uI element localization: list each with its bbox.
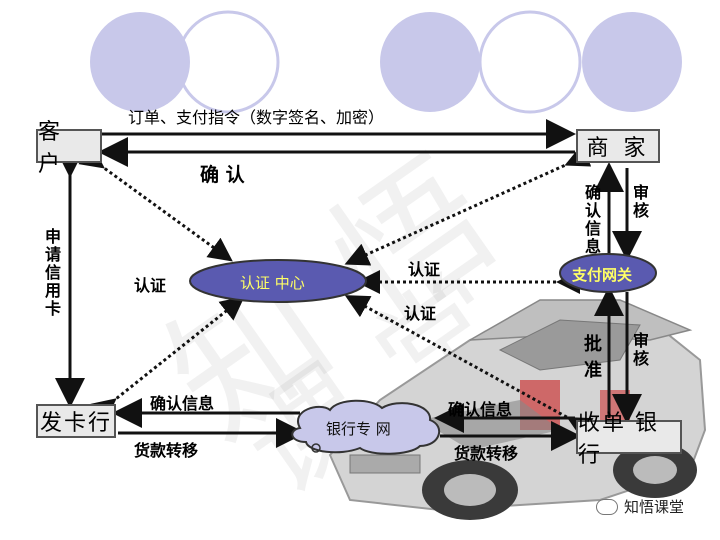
label-issuer-confirm-info: 确认信息 xyxy=(150,394,215,413)
label-auth-right-top: 认证 xyxy=(408,260,441,279)
decor-circle xyxy=(176,10,280,114)
bank-net-label[interactable]: 银行专 网 xyxy=(326,420,391,438)
node-issuer[interactable]: 发卡行 xyxy=(36,404,116,438)
node-customer[interactable]: 客 户 xyxy=(36,120,102,177)
label-confirm: 确 认 xyxy=(200,164,245,186)
decor-circle xyxy=(90,12,190,112)
brand-logo: 知悟课堂 xyxy=(596,496,684,517)
dotted-customer-cert xyxy=(78,144,233,262)
dotted-acquirer-cert xyxy=(344,295,594,440)
brand-logo-text: 知悟课堂 xyxy=(624,498,685,516)
label-confirm-info-vertical: 确认信息 xyxy=(584,183,601,256)
gateway-label[interactable]: 支付网关 xyxy=(572,266,633,284)
node-acquirer[interactable]: 收单 银行 xyxy=(576,411,682,468)
decor-circle xyxy=(478,10,582,114)
label-apply-card: 申请信用卡 xyxy=(44,227,61,318)
dotted-merchant-cert xyxy=(344,144,592,266)
bank-net-shape xyxy=(291,399,441,455)
label-approve: 批准 xyxy=(584,334,602,381)
cert-center-shape xyxy=(189,259,367,303)
label-auth-left: 认证 xyxy=(134,276,167,295)
decor-circle xyxy=(380,12,480,112)
decor-circle xyxy=(582,12,682,112)
label-audit-top: 审核 xyxy=(632,183,649,220)
label-issuer-fund-transfer: 货款转移 xyxy=(134,441,199,460)
node-merchant[interactable]: 商 家 xyxy=(576,129,660,163)
label-audit-bottom: 审核 xyxy=(632,331,649,368)
wechat-icon xyxy=(596,498,618,515)
gateway-shape xyxy=(559,253,657,293)
label-acquirer-confirm-info: 确认信息 xyxy=(448,400,513,419)
label-acquirer-fund-transfer: 货款转移 xyxy=(454,444,519,463)
label-order-payment: 订单、支付指令（数字签名、加密） xyxy=(128,108,385,127)
cert-center-label[interactable]: 认证 中心 xyxy=(240,274,305,292)
dotted-issuer-cert xyxy=(90,296,245,423)
label-auth-right-bottom: 认证 xyxy=(404,304,437,323)
